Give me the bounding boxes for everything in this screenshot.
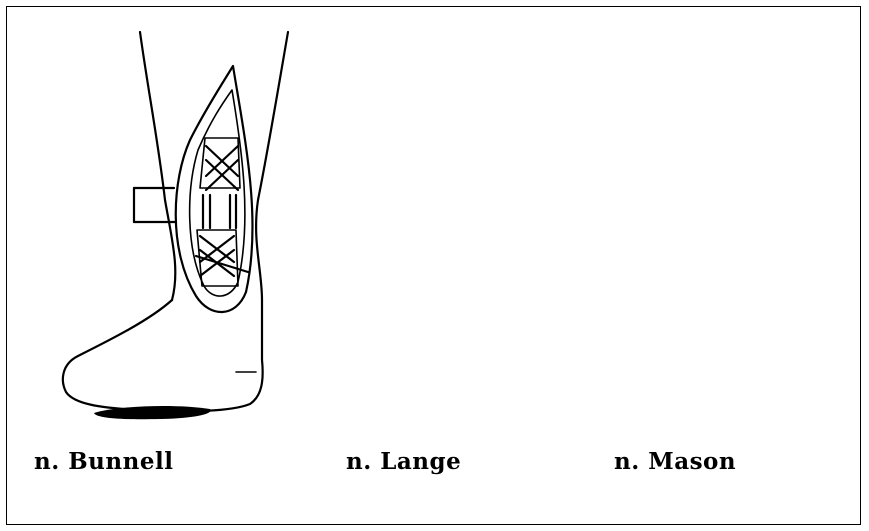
ankle-drawing-bunnell [63, 32, 288, 419]
caption-lange: n. Lange [346, 448, 461, 475]
panel-bunnell [63, 32, 288, 419]
caption-mason: n. Mason [614, 448, 736, 475]
caption-bunnell: n. Bunnell [34, 448, 173, 475]
